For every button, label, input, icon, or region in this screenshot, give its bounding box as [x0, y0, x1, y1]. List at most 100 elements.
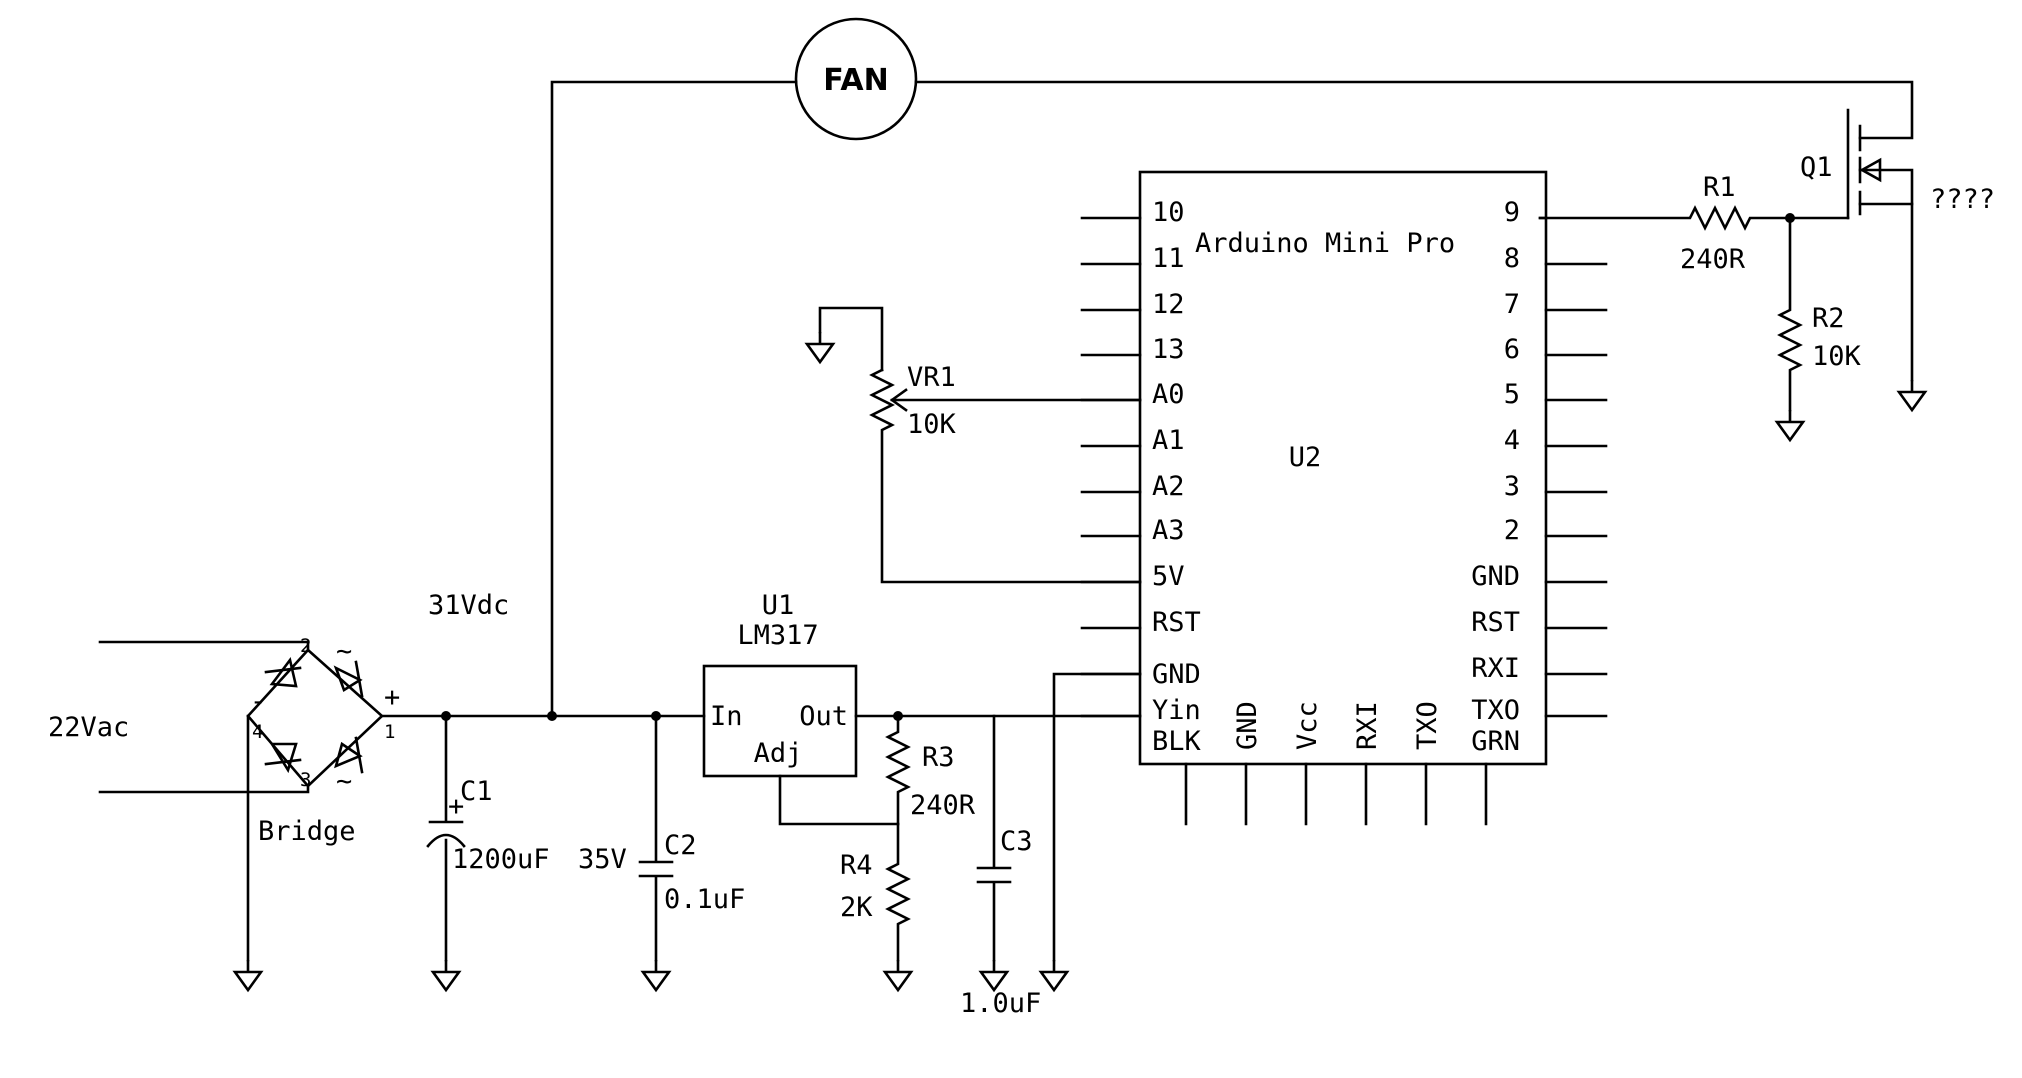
u2-bottom-pin: GND: [1232, 701, 1263, 750]
u2-bottom-pin: TXO: [1412, 701, 1443, 750]
u2-right-pin: RST: [1471, 607, 1520, 638]
u2-bottom-left-label: BLK: [1152, 726, 1202, 757]
ground-icon: [431, 958, 461, 992]
u2-right-pin: 5: [1504, 379, 1520, 410]
u2-bottom-pin: Vcc: [1292, 701, 1323, 750]
u2-left-pin: GND: [1152, 659, 1201, 690]
c1-capacitor: + C1 1200uF: [426, 714, 550, 962]
r4-ref: R4: [840, 850, 873, 881]
vr1-potentiometer: VR1 10K: [869, 362, 1142, 584]
u1-regulator: In Out Adj U1 LM317: [702, 590, 858, 778]
u2-left-pin: A1: [1152, 425, 1185, 456]
u2-left-pin: 13: [1152, 334, 1185, 365]
u2-right-pin: 4: [1504, 425, 1520, 456]
ground-icon: [1897, 378, 1927, 412]
bridge-label: Bridge: [258, 816, 356, 847]
c1-plus: +: [448, 791, 464, 822]
u2-right-pin: GND: [1471, 561, 1520, 592]
ground-icon: [1775, 408, 1805, 442]
u2-left-pin: Yin: [1152, 695, 1201, 726]
u2-right-pin: 9: [1504, 197, 1520, 228]
c1-value: 1200uF: [452, 844, 550, 875]
q1-mosfet: Q1 ????: [1788, 108, 1995, 382]
u2-left-pin: 5V: [1152, 561, 1185, 592]
u2-right-pin: 7: [1504, 289, 1520, 320]
fan: FAN: [794, 17, 918, 141]
r3-ref: R3: [922, 742, 955, 773]
net-ac-input: 22Vac: [48, 712, 129, 743]
bridge-plus: +: [384, 682, 400, 713]
bridge-pin2: 2: [300, 635, 311, 657]
ground-icon: [979, 958, 1009, 992]
u2-ref: U2: [1289, 442, 1322, 473]
ground-icon: [641, 958, 671, 992]
wire-ac-bottom: [98, 784, 310, 794]
u2-right-pin: RXI: [1471, 653, 1520, 684]
r2-resistor: R2 10K: [1777, 216, 1862, 412]
wire-ac-top: [98, 640, 310, 652]
wire-u1-adj: [778, 774, 900, 826]
c3-ref: C3: [1000, 826, 1033, 857]
r4-resistor: R4 2K: [840, 822, 911, 962]
wire-u2-gnd: [1052, 672, 1142, 962]
ground-icon: [233, 958, 263, 992]
u1-part: LM317: [737, 620, 818, 651]
bridge-rectifier: 2 3 4 1 + - ~ ~ Bridge: [246, 635, 400, 847]
u2-right-pin: TXO: [1471, 695, 1520, 726]
r1-value: 240R: [1680, 244, 1746, 275]
u2-left-pin: 10: [1152, 197, 1185, 228]
u2-bottom-pin: RXI: [1352, 701, 1383, 750]
u2-left-pin: 11: [1152, 243, 1185, 274]
r1-ref: R1: [1703, 172, 1736, 203]
c1-ref: C1: [460, 776, 493, 807]
wire-fan-left: [550, 80, 798, 718]
vr1-value: 10K: [907, 409, 957, 440]
u1-pin-out: Out: [799, 701, 848, 732]
bridge-ac-top: ~: [336, 636, 352, 667]
u2-left-pin: A3: [1152, 515, 1185, 546]
u1-pin-in: In: [710, 701, 743, 732]
u2-arduino: Arduino Mini Pro U2 10 11 12 13 A0 A1 A2…: [1080, 170, 1608, 826]
r2-value: 10K: [1812, 341, 1862, 372]
bridge-pin1: 1: [384, 721, 395, 743]
u2-right-pin: 8: [1504, 243, 1520, 274]
u2-right-pin: 3: [1504, 471, 1520, 502]
c3-capacitor: C3 1.0uF: [960, 714, 1041, 1019]
ground-icon: [883, 958, 913, 992]
r3-value: 240R: [910, 790, 976, 821]
ground-icon: [805, 330, 835, 364]
fan-label: FAN: [823, 63, 888, 98]
bridge-ac-bottom: ~: [336, 766, 352, 797]
ground-icon: [1039, 958, 1069, 992]
r4-value: 2K: [840, 892, 873, 923]
u2-left-pin: 12: [1152, 289, 1185, 320]
c1-voltage: 35V: [578, 844, 627, 875]
c2-ref: C2: [664, 830, 697, 861]
u2-left-pin: A2: [1152, 471, 1185, 502]
r3-resistor: R3 240R: [885, 714, 976, 826]
u2-left-pin: A0: [1152, 379, 1185, 410]
u1-ref: U1: [762, 590, 795, 621]
bridge-minus: -: [250, 686, 266, 717]
c2-capacitor: C2 0.1uF: [638, 714, 745, 962]
u2-name: Arduino Mini Pro: [1195, 228, 1455, 259]
c3-value: 1.0uF: [960, 988, 1041, 1019]
r2-ref: R2: [1812, 303, 1845, 334]
net-supply: 31Vdc: [428, 590, 509, 621]
bridge-pin4: 4: [252, 721, 263, 743]
u2-right-pin: 2: [1504, 515, 1520, 546]
q1-ref: Q1: [1800, 152, 1833, 183]
bridge-pin3: 3: [300, 769, 311, 791]
u2-bottom-right-label: GRN: [1471, 726, 1520, 757]
r1-resistor: R1 240R: [1538, 172, 1792, 275]
u2-right-pin: 6: [1504, 334, 1520, 365]
q1-note: ????: [1930, 184, 1995, 215]
u1-pin-adj: Adj: [754, 738, 803, 769]
wire-fan-right: [914, 80, 1914, 140]
u2-left-pin: RST: [1152, 607, 1201, 638]
vr1-ref: VR1: [907, 362, 956, 393]
c2-value: 0.1uF: [664, 884, 745, 915]
junction-dot: [547, 711, 557, 721]
wire-vr1-top: [818, 306, 884, 372]
